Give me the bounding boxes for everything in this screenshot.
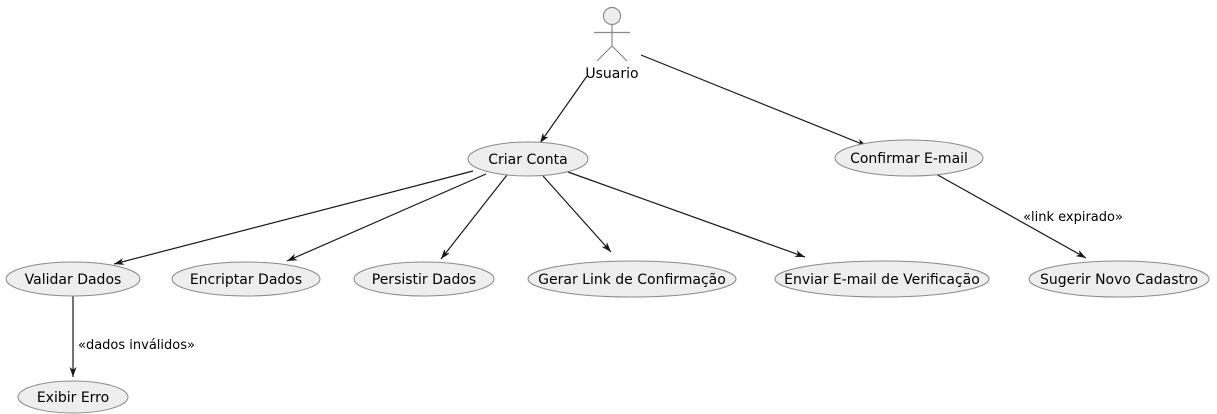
usecase-ellipse <box>774 260 990 298</box>
usecase-validar-dados: Validar Dados <box>5 261 141 297</box>
edge-criar-conta-encriptar-dados <box>286 173 487 262</box>
edge-criar-conta-persistir-dados <box>440 174 508 260</box>
usecase-ellipse <box>527 260 737 298</box>
edge-usuario-criar-conta <box>539 75 588 144</box>
edge-usuario-confirmar-email <box>640 54 868 147</box>
usecase-exibir-erro: Exibir Erro <box>17 380 129 414</box>
usecase-label: Sugerir Novo Cadastro <box>1040 272 1198 288</box>
edge-criar-conta-enviar-email <box>567 171 806 258</box>
usecase-label: Enviar E-mail de Verificação <box>784 272 980 288</box>
edge-label-dados-invalidos: «dados inválidos» <box>78 338 195 353</box>
usecase-criar-conta: Criar Conta <box>467 141 589 177</box>
usecase-label: Gerar Link de Confirmação <box>538 272 726 288</box>
usecase-encriptar-dados: Encriptar Dados <box>171 261 321 297</box>
usecase-ellipse <box>17 380 129 414</box>
usecase-label: Criar Conta <box>488 152 568 168</box>
actor-left-leg <box>596 45 613 62</box>
edge-criar-conta-gerar-link <box>542 175 612 253</box>
usecase-label: Validar Dados <box>25 272 122 288</box>
usecase-label: Encriptar Dados <box>190 272 302 288</box>
actor-label: Usuario <box>585 66 638 82</box>
edges: «link expirado» «dados inválidos» <box>69 54 1123 377</box>
usecase-label: Exibir Erro <box>37 390 109 406</box>
usecase-ellipse <box>171 261 321 297</box>
usecase-enviar-email-de-verificacao: Enviar E-mail de Verificação <box>774 260 990 298</box>
usecase-gerar-link-de-confirmacao: Gerar Link de Confirmação <box>527 260 737 298</box>
edge-confirmar-email-sugerir-novo-cadastro <box>935 173 1087 259</box>
actor-head <box>602 6 622 26</box>
usecase-ellipse <box>5 261 141 297</box>
usecase-ellipse <box>1028 260 1210 298</box>
usecase-persistir-dados: Persistir Dados <box>353 261 495 297</box>
edge-criar-conta-validar-dados <box>113 170 474 265</box>
actor-right-leg <box>611 45 628 62</box>
actor-usuario: Usuario <box>585 6 639 82</box>
usecase-confirmar-email: Confirmar E-mail <box>834 139 984 177</box>
edge-label-link-expirado: «link expirado» <box>1023 210 1123 225</box>
usecase-ellipse <box>467 141 589 177</box>
usecase-label: Confirmar E-mail <box>850 151 968 167</box>
usecase-sugerir-novo-cadastro: Sugerir Novo Cadastro <box>1028 260 1210 298</box>
usecase-label: Persistir Dados <box>372 272 476 288</box>
usecase-ellipse <box>353 261 495 297</box>
usecase-ellipse <box>834 139 984 177</box>
